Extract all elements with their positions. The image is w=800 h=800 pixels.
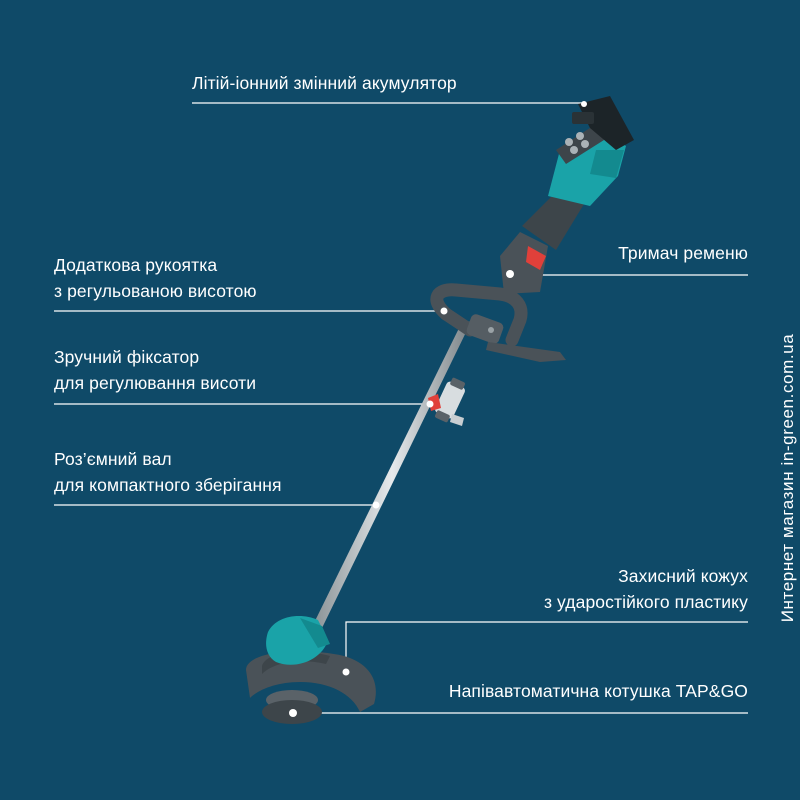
label-battery-text: Літій-іонний змінний акумулятор — [192, 73, 457, 93]
label-battery: Літій-іонний змінний акумулятор — [192, 70, 457, 96]
motor-housing — [548, 124, 626, 206]
label-shaft: Роз’ємний вал для компактного зберігання — [54, 446, 282, 498]
label-guard: Захисний кожух з ударостійкого пластику — [544, 563, 748, 615]
label-shaft-line2: для компактного зберігання — [54, 475, 282, 495]
label-strap-holder-text: Тримач ременю — [618, 243, 748, 263]
label-strap-holder: Тримач ременю — [618, 240, 748, 266]
label-aux-handle: Додаткова рукоятка з регульованою висото… — [54, 252, 257, 304]
label-guard-line2: з ударостійкого пластику — [543, 592, 748, 612]
label-spool-text: Напівавтоматична котушка TAP&GO — [448, 681, 748, 701]
trimmer-head — [246, 307, 448, 724]
auxiliary-handle — [430, 283, 566, 362]
label-spool: Напівавтоматична котушка TAP&GO — [449, 678, 748, 704]
callout-line-guard — [345, 621, 748, 672]
label-guard-line1: Захисний кожух — [618, 566, 748, 586]
label-aux-handle-line1: Додаткова рукоятка — [54, 255, 218, 275]
rear-handle — [500, 190, 584, 294]
callout-lines — [54, 102, 748, 714]
label-shaft-line1: Роз’ємний вал — [54, 449, 172, 469]
label-height-lock: Зручний фіксатор для регулювання висоти — [54, 344, 256, 396]
label-aux-handle-line2: з регульованою висотою — [54, 281, 257, 301]
store-watermark: Интернет магазин in-green.com.ua — [778, 333, 797, 623]
battery-pack — [572, 96, 634, 150]
height-lock-clamp — [428, 377, 465, 426]
shaft — [313, 320, 471, 628]
label-height-lock-line1: Зручний фіксатор — [54, 347, 200, 367]
label-height-lock-line2: для регулювання висоти — [54, 373, 257, 393]
